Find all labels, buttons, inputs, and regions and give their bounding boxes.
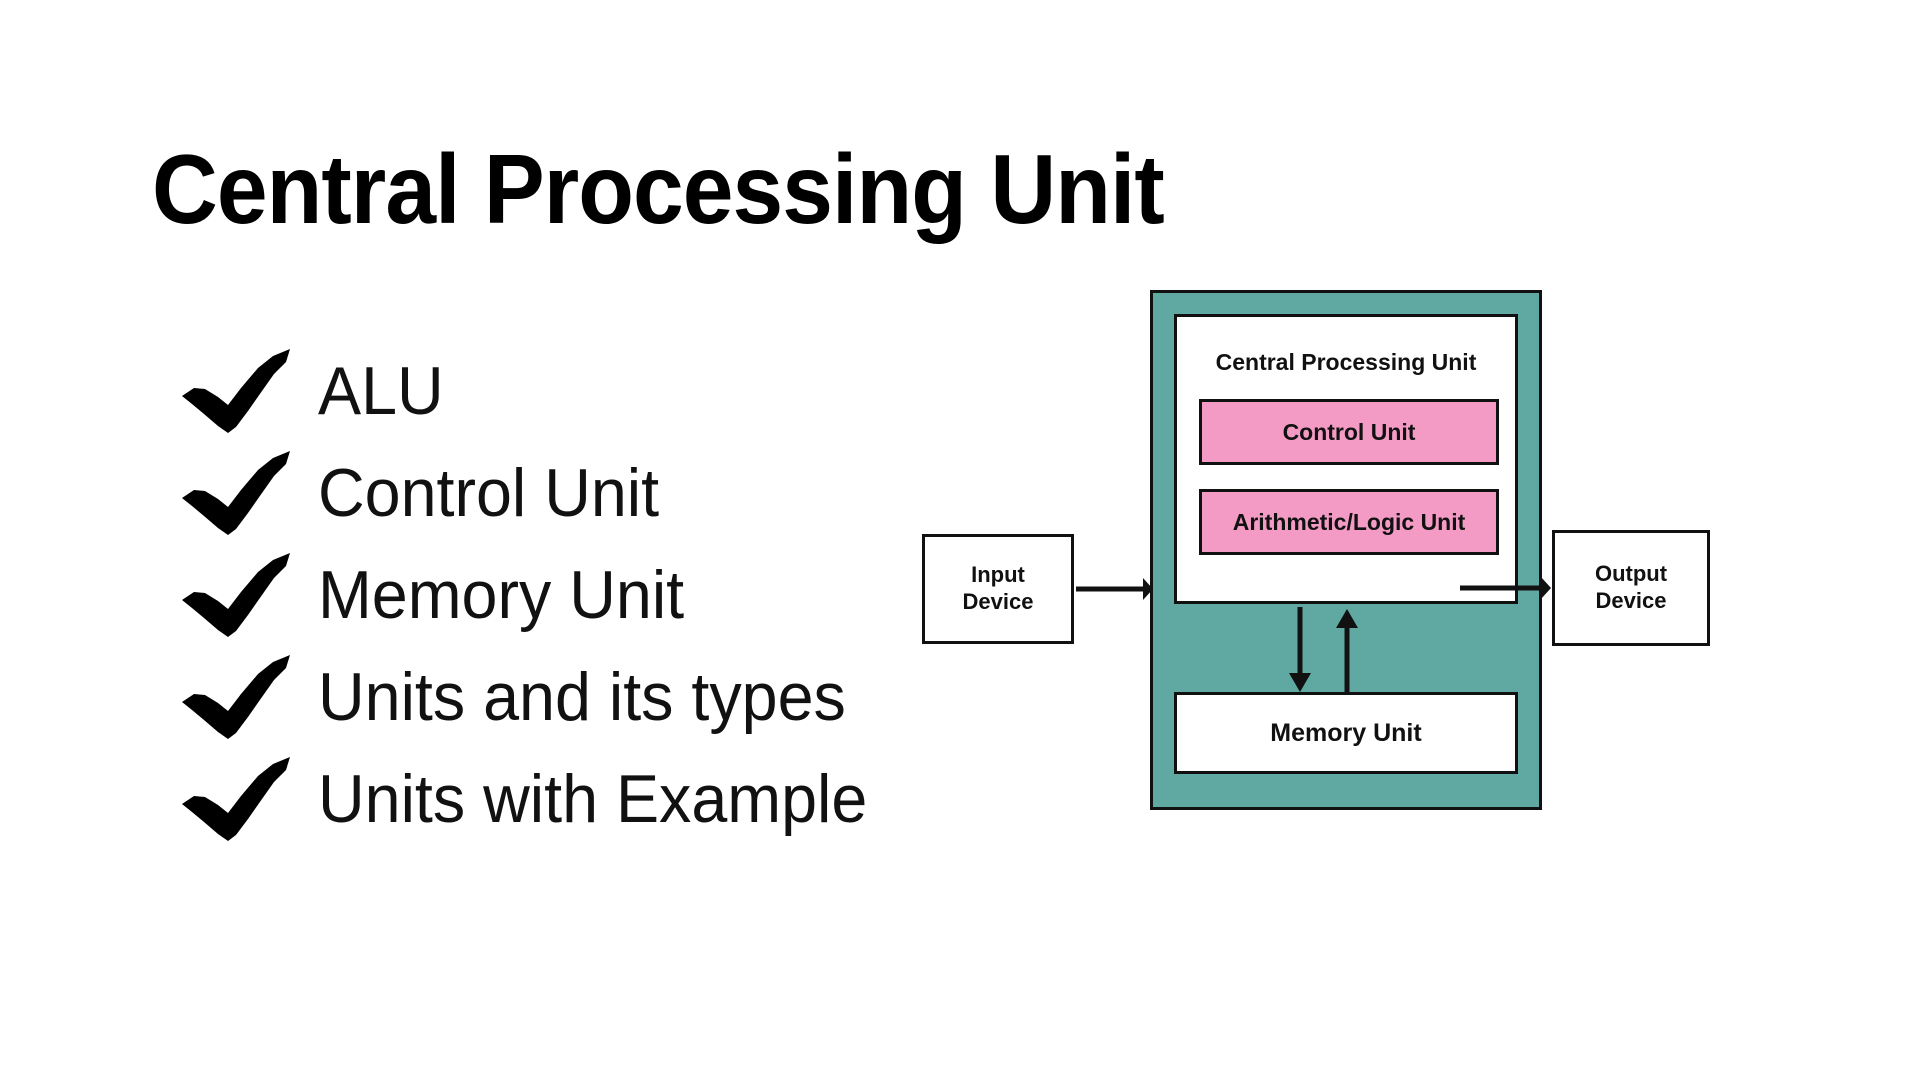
list-item[interactable]: Memory Unit <box>178 544 1078 646</box>
cpu-title-label: Central Processing Unit <box>1215 349 1477 375</box>
list-item[interactable]: ALU <box>178 340 1078 442</box>
feature-list: ALU Control Unit Memory Unit <box>178 340 1078 850</box>
list-item-label: ALU <box>318 353 444 429</box>
list-item[interactable]: Units with Example <box>178 748 1078 850</box>
list-item-label: Memory Unit <box>318 557 685 633</box>
list-item[interactable]: Control Unit <box>178 442 1078 544</box>
control-unit-box[interactable]: Control Unit <box>1199 399 1499 465</box>
checkmark-icon <box>178 348 304 434</box>
output-device-box[interactable]: Output Device <box>1552 530 1710 646</box>
input-device-label-line2: Device <box>962 589 1034 614</box>
input-device-box[interactable]: Input Device <box>922 534 1074 644</box>
output-device-label-line1: Output <box>1594 561 1668 587</box>
page-title: Central Processing Unit <box>152 134 1165 244</box>
checkmark-icon <box>178 552 304 638</box>
cpu-card: Central Processing Unit Control Unit Ari… <box>1174 314 1518 604</box>
memory-unit-box[interactable]: Memory Unit <box>1174 692 1518 774</box>
cpu-block-diagram: Input Device Central Processing Unit Con… <box>900 290 1890 890</box>
arithmetic-logic-unit-label: Arithmetic/Logic Unit <box>1232 508 1466 535</box>
control-unit-label: Control Unit <box>1282 418 1416 445</box>
input-device-label-line1: Input <box>971 562 1025 588</box>
list-item-label: Units with Example <box>318 761 868 837</box>
list-item[interactable]: Units and its types <box>178 646 1078 748</box>
arithmetic-logic-unit-box[interactable]: Arithmetic/Logic Unit <box>1199 489 1499 555</box>
output-device-label-line2: Device <box>1595 588 1667 613</box>
checkmark-icon <box>178 450 304 536</box>
input-to-cpu-arrow <box>1076 578 1153 600</box>
list-item-label: Control Unit <box>318 455 660 531</box>
checkmark-icon <box>178 756 304 842</box>
list-item-label: Units and its types <box>318 659 846 735</box>
memory-unit-label: Memory Unit <box>1270 718 1422 747</box>
checkmark-icon <box>178 654 304 740</box>
